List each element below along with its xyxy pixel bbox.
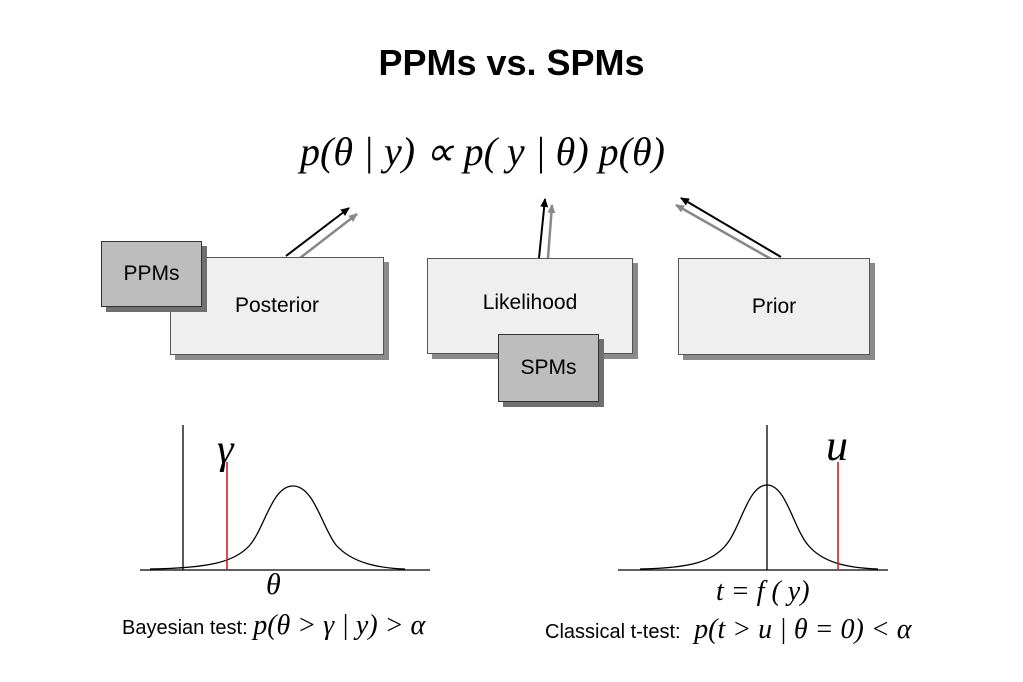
prior-label: Prior (751, 294, 797, 318)
bayesian-test-label: Bayesian test: (122, 617, 248, 639)
u-symbol: u (826, 421, 848, 470)
spms-box: SPMs (498, 334, 599, 402)
classical-test-formula: p(t > u | θ = 0) < α (694, 614, 912, 645)
theta-axis-label: θ (266, 568, 281, 601)
classical-null-curve (639, 484, 879, 570)
posterior-label: Posterior (234, 294, 320, 317)
bayesian-posterior-curve (149, 485, 406, 570)
prior-box: Prior (678, 258, 870, 355)
t-axis-label: t = f ( y) (716, 576, 810, 607)
posterior-arrow-black (285, 207, 350, 257)
prior-arrow-gray (675, 203, 772, 261)
bayesian-test-caption: Bayesian test: p(θ > γ | y) > α (122, 610, 425, 642)
ppms-box: PPMs (101, 241, 202, 307)
spms-label: SPMs (520, 356, 577, 379)
slide-title: PPMs vs. SPMs (378, 42, 645, 83)
classical-test-label: Classical t-test: (545, 621, 681, 643)
likelihood-label: Likelihood (482, 291, 578, 314)
bayesian-test-formula: p(θ > γ | y) > α (253, 610, 426, 641)
prior-arrow-black (680, 197, 782, 258)
likelihood-arrow-black (538, 198, 549, 259)
likelihood-arrow-gray (546, 204, 556, 259)
posterior-box: Posterior (170, 257, 384, 355)
bayes-rule-formula: p(θ | y) ∝ p( y | θ) p(θ) (300, 129, 665, 174)
posterior-arrow-gray (299, 213, 358, 259)
ppms-label: PPMs (123, 262, 180, 285)
classical-test-caption: Classical t-test: p(t > u | θ = 0) < α (545, 614, 911, 646)
gamma-symbol: γ (217, 427, 234, 473)
